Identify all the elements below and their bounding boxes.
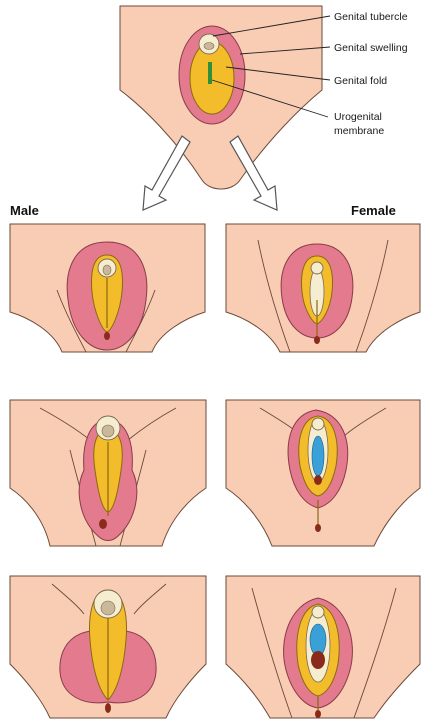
label-urogenital-line1: Urogenital xyxy=(334,111,382,123)
label-urogenital-line2: membrane xyxy=(334,125,384,137)
female-stage-1-panel xyxy=(226,224,420,352)
female-stage-2-panel xyxy=(226,400,420,546)
female-column-heading: Female xyxy=(351,203,396,218)
label-genital-swelling: Genital swelling xyxy=(334,42,408,54)
indifferent-stage-panel xyxy=(120,6,322,189)
female-stage-3-panel xyxy=(226,576,420,718)
male-stage-1-panel xyxy=(10,224,205,352)
label-genital-fold: Genital fold xyxy=(334,75,387,87)
male-column-heading: Male xyxy=(10,203,39,218)
urogenital-membrane-shape xyxy=(208,62,212,84)
male-stage-2-panel xyxy=(10,400,206,546)
male-stage-3-panel xyxy=(10,576,206,718)
arrow-to-male xyxy=(143,136,190,210)
label-genital-tubercle: Genital tubercle xyxy=(334,11,408,23)
